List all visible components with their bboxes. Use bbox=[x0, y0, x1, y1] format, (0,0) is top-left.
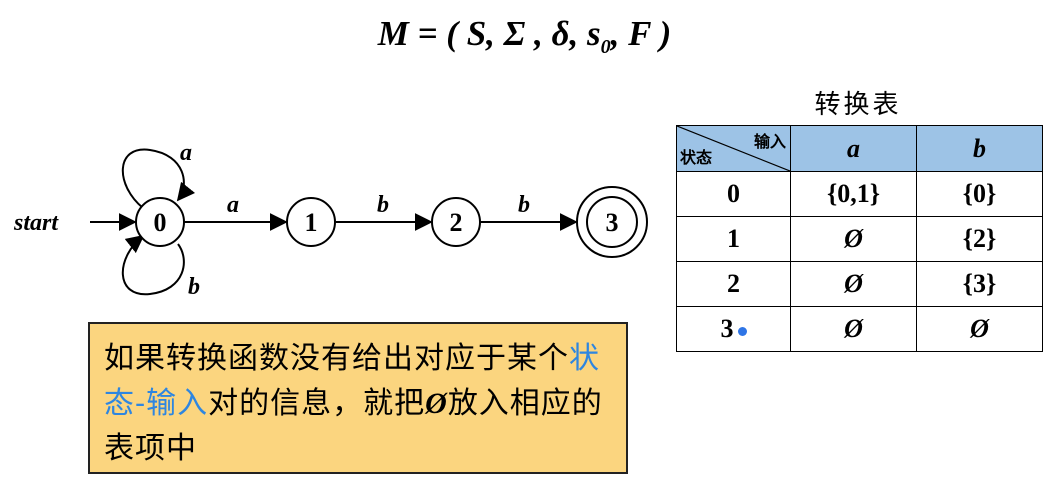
formula-sep: , bbox=[525, 14, 552, 53]
cell-a: {0,1} bbox=[790, 171, 917, 217]
table-row: 2 Ø {3} bbox=[676, 261, 1043, 307]
formula-sep: , bbox=[569, 14, 588, 53]
corner-state-label: 状态 bbox=[680, 148, 713, 167]
state-0-label: 0 bbox=[154, 208, 167, 237]
note-text-3: 放入相应的表项中 bbox=[104, 386, 603, 466]
state-3-accepting: 3 bbox=[576, 186, 648, 258]
note-box: 如果转换函数没有给出对应于某个状态-输入对的信息，就把Ø放入相应的表项中 bbox=[88, 322, 628, 474]
formula-title: M = ( S, Σ , δ, s0, F ) bbox=[0, 14, 1049, 59]
state-3-label: 3 bbox=[606, 208, 619, 237]
table-row: 3 Ø Ø bbox=[676, 306, 1043, 352]
state-1-label: 1 bbox=[305, 208, 318, 237]
state-1: 1 bbox=[286, 197, 336, 247]
loop-b-label: b bbox=[188, 274, 200, 300]
row-state-cell: 3 bbox=[676, 306, 791, 352]
state-0: 0 bbox=[135, 197, 185, 247]
loop-b-edge bbox=[121, 234, 185, 296]
table-corner-cell: 输入 状态 bbox=[676, 125, 791, 172]
edge-1-2-label: b bbox=[377, 192, 389, 218]
formula-sigma: Σ bbox=[503, 14, 526, 53]
header-a: a bbox=[790, 125, 917, 172]
row-state: 3 bbox=[720, 314, 734, 343]
header-b: b bbox=[916, 125, 1043, 172]
state-2: 2 bbox=[431, 197, 481, 247]
formula-open: = ( bbox=[408, 14, 467, 53]
formula-s0-sub: 0 bbox=[600, 36, 611, 58]
cell-b: {2} bbox=[916, 216, 1043, 262]
table-row: 0 {0,1} {0} bbox=[676, 171, 1043, 217]
formula-s0-base: s bbox=[587, 14, 601, 53]
formula-s: S bbox=[466, 14, 487, 53]
formula-m: M bbox=[377, 14, 409, 53]
formula-s0: s0 bbox=[587, 14, 611, 58]
cell-a: Ø bbox=[790, 306, 917, 352]
corner-input-label: 输入 bbox=[753, 132, 786, 151]
row-state: 2 bbox=[676, 261, 791, 307]
transition-table: 输入 状态 a b 0 {0,1} {0} 1 Ø {2} 2 Ø {3} 3 … bbox=[676, 125, 1043, 352]
cell-b: Ø bbox=[916, 306, 1043, 352]
note-text-2: 对的信息，就把 bbox=[208, 386, 426, 421]
formula-sep: , bbox=[486, 14, 504, 53]
cell-b: {0} bbox=[916, 171, 1043, 217]
table-header-row: 输入 状态 a b bbox=[676, 125, 1043, 172]
formula-delta: δ bbox=[551, 14, 570, 53]
formula-f: F bbox=[628, 14, 651, 53]
note-empty-symbol: Ø bbox=[425, 387, 448, 420]
state-diagram: start a b a b b 0 1 2 3 bbox=[13, 140, 648, 300]
table-title: 转换表 bbox=[814, 90, 902, 120]
start-label: start bbox=[13, 210, 59, 236]
loop-a-label: a bbox=[180, 140, 192, 166]
state-2-label: 2 bbox=[450, 208, 463, 237]
loop-a-edge bbox=[121, 148, 196, 209]
accepting-dot-icon bbox=[737, 326, 747, 336]
corner-diagonal bbox=[677, 126, 790, 171]
cell-b: {3} bbox=[916, 261, 1043, 307]
formula-sep: , bbox=[610, 14, 629, 53]
cell-a: Ø bbox=[790, 261, 917, 307]
row-state: 0 bbox=[676, 171, 791, 217]
note-highlight: 状态-输入 bbox=[104, 341, 600, 421]
note-text-1: 如果转换函数没有给出对应于某个 bbox=[104, 341, 569, 376]
cell-a: Ø bbox=[790, 216, 917, 262]
edge-2-3-label: b bbox=[518, 192, 530, 218]
row-state: 1 bbox=[676, 216, 791, 262]
formula-close: ) bbox=[650, 14, 672, 53]
edge-0-1-label: a bbox=[227, 192, 239, 218]
table-row: 1 Ø {2} bbox=[676, 216, 1043, 262]
